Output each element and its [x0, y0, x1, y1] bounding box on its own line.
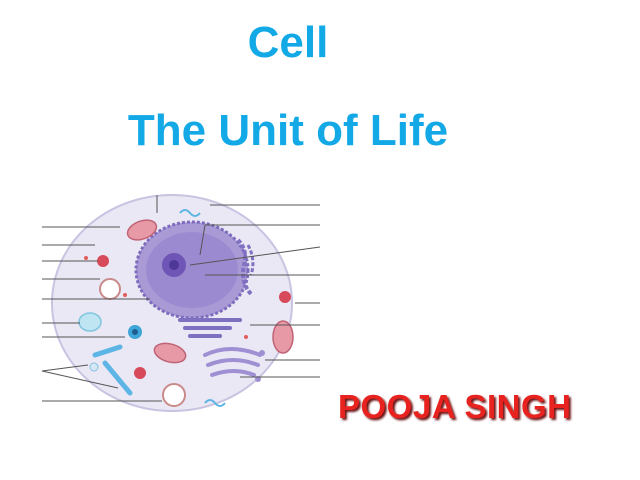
label-lines-right: [156, 195, 321, 378]
lysosomes: [97, 255, 291, 379]
nucleus: [134, 220, 255, 320]
endoplasmic-reticulum: [178, 318, 242, 338]
cytoskeleton: [92, 344, 133, 396]
slide-title: Cell: [247, 18, 329, 67]
label-lines-left: [41, 226, 162, 402]
vacuole: [78, 312, 102, 332]
peroxisomes: [99, 278, 186, 407]
slide-subtitle: The Unit of Life: [127, 106, 449, 155]
mitochondria: [126, 219, 294, 364]
golgi-apparatus: [203, 347, 265, 382]
author-name: POOJA SINGH: [338, 388, 572, 425]
animal-cell-diagram: [41, 194, 321, 412]
centrosome: [128, 325, 142, 339]
